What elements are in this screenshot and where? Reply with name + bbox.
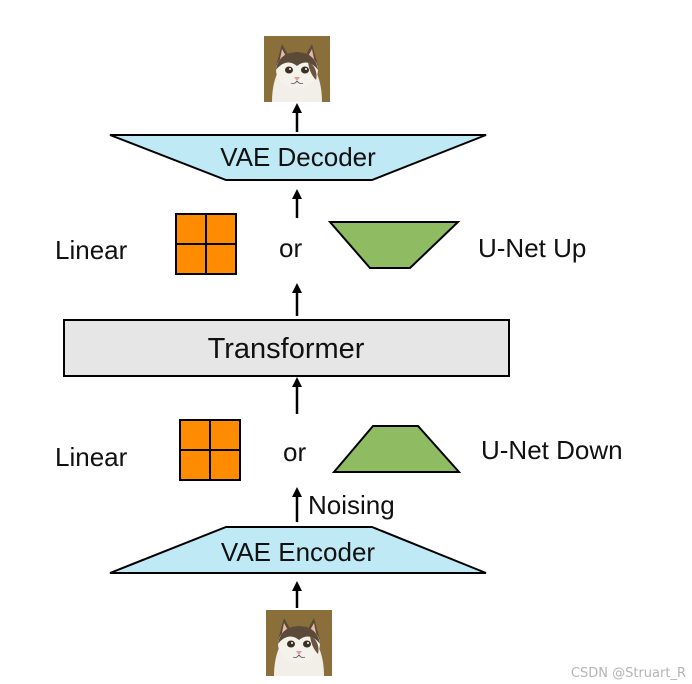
vae-decoder-label: VAE Decoder	[220, 142, 376, 172]
bottom-or-label: or	[283, 437, 306, 467]
watermark-text: CSDN @Struart_R	[571, 666, 686, 681]
unet-down-block	[331, 425, 462, 473]
vae-decoder-block: VAE Decoder	[109, 134, 487, 181]
vae-encoder-block: VAE Encoder	[109, 526, 487, 574]
top-linear-label: Linear	[55, 235, 128, 265]
transformer-label: Transformer	[208, 333, 365, 365]
unet-up-block	[327, 221, 461, 269]
bottom-linear-block	[179, 419, 241, 481]
vae-encoder-label: VAE Encoder	[221, 537, 376, 567]
top-linear-block	[175, 213, 237, 275]
unet-down-label: U-Net Down	[481, 435, 623, 465]
transformer-block: Transformer	[63, 319, 510, 377]
top-or-label: or	[279, 233, 302, 263]
noising-label: Noising	[308, 490, 395, 520]
unet-up-label: U-Net Up	[478, 233, 586, 263]
bottom-linear-label: Linear	[55, 442, 128, 472]
output-cat-image	[263, 35, 331, 103]
input-cat-image	[265, 609, 333, 677]
